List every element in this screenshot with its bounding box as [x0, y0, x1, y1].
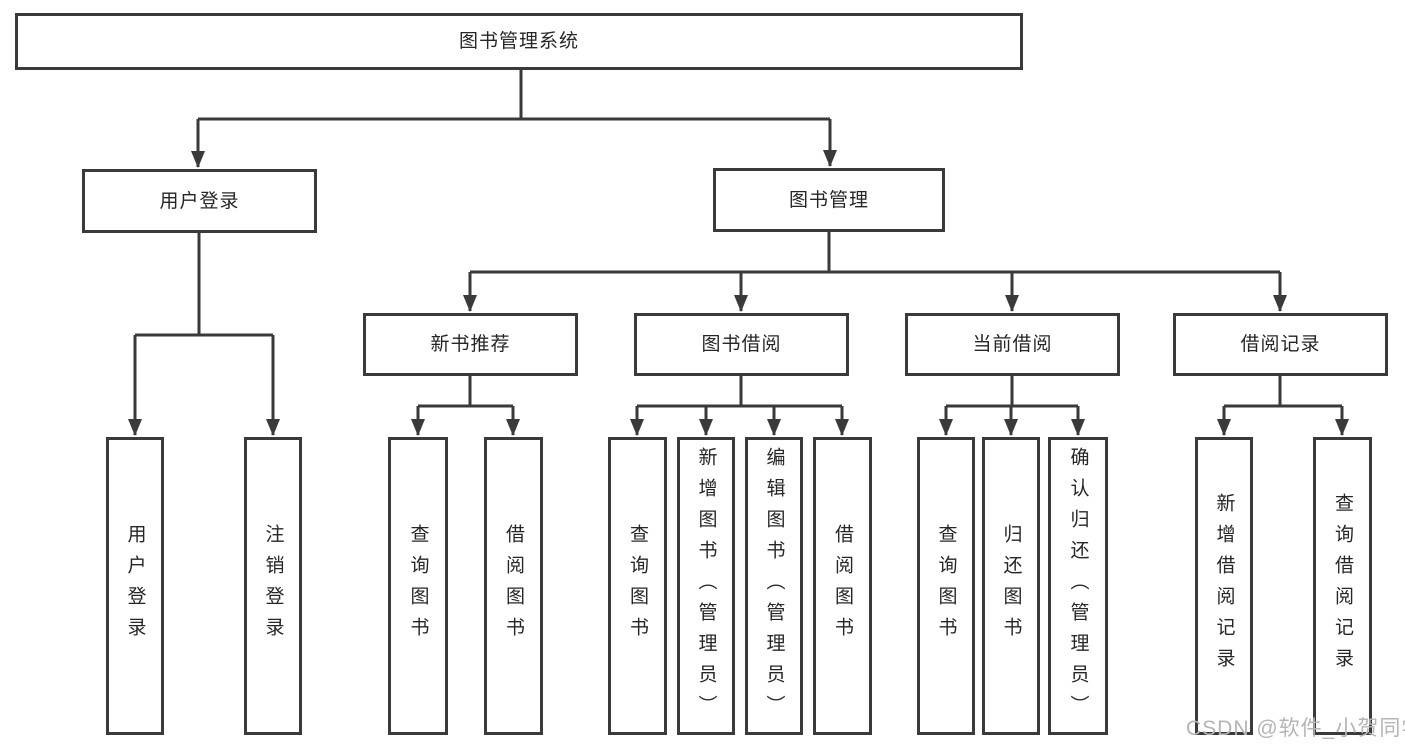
csdn-watermark: CSDN @软件_小贺同学: [1186, 717, 1405, 740]
leaf-add-book-admin: 新增图书（管理员）: [677, 437, 735, 735]
leaf-query-books-borrow-label: 查询图书: [627, 524, 648, 648]
leaf-return-books: 归还图书: [982, 437, 1040, 735]
node-new-book-recommendation: 新书推荐: [363, 313, 578, 376]
leaf-query-borrow-record: 查询借阅记录: [1313, 437, 1372, 735]
leaf-query-books-recommend: 查询图书: [388, 437, 448, 735]
leaf-confirm-return-admin: 确认归还（管理员）: [1048, 437, 1108, 735]
node-user-login: 用户登录: [82, 169, 317, 233]
leaf-borrow-books-recommend-label: 借阅图书: [503, 524, 524, 648]
leaf-add-book-admin-label: 新增图书（管理员）: [695, 446, 717, 726]
leaf-query-borrow-record-label: 查询借阅记录: [1332, 493, 1353, 679]
leaf-user-login: 用户登录: [106, 437, 164, 735]
leaf-query-books-borrow: 查询图书: [608, 437, 667, 735]
leaf-borrow-books: 借阅图书: [813, 437, 872, 735]
node-current-borrowing: 当前借阅: [905, 313, 1120, 376]
leaf-return-books-label: 归还图书: [1000, 524, 1022, 648]
node-book-borrowing: 图书借阅: [634, 313, 849, 376]
leaf-add-borrow-record: 新增借阅记录: [1195, 437, 1253, 735]
leaf-confirm-return-admin-label: 确认归还（管理员）: [1067, 446, 1089, 726]
leaf-query-books-recommend-label: 查询图书: [407, 524, 429, 648]
leaf-borrow-books-label: 借阅图书: [832, 524, 853, 648]
leaf-query-books-current: 查询图书: [917, 437, 975, 735]
leaf-borrow-books-recommend: 借阅图书: [484, 437, 543, 735]
leaf-add-borrow-record-label: 新增借阅记录: [1213, 493, 1235, 679]
leaf-logout: 注销登录: [244, 437, 302, 735]
leaf-edit-book-admin: 编辑图书（管理员）: [745, 437, 803, 735]
leaf-edit-book-admin-label: 编辑图书（管理员）: [763, 446, 785, 726]
node-book-management: 图书管理: [713, 168, 945, 232]
node-borrowing-records: 借阅记录: [1173, 313, 1388, 376]
node-library-management-system: 图书管理系统: [15, 13, 1023, 70]
leaf-query-books-current-label: 查询图书: [935, 524, 957, 648]
leaf-user-login-label: 用户登录: [124, 524, 146, 648]
leaf-logout-label: 注销登录: [262, 524, 284, 648]
